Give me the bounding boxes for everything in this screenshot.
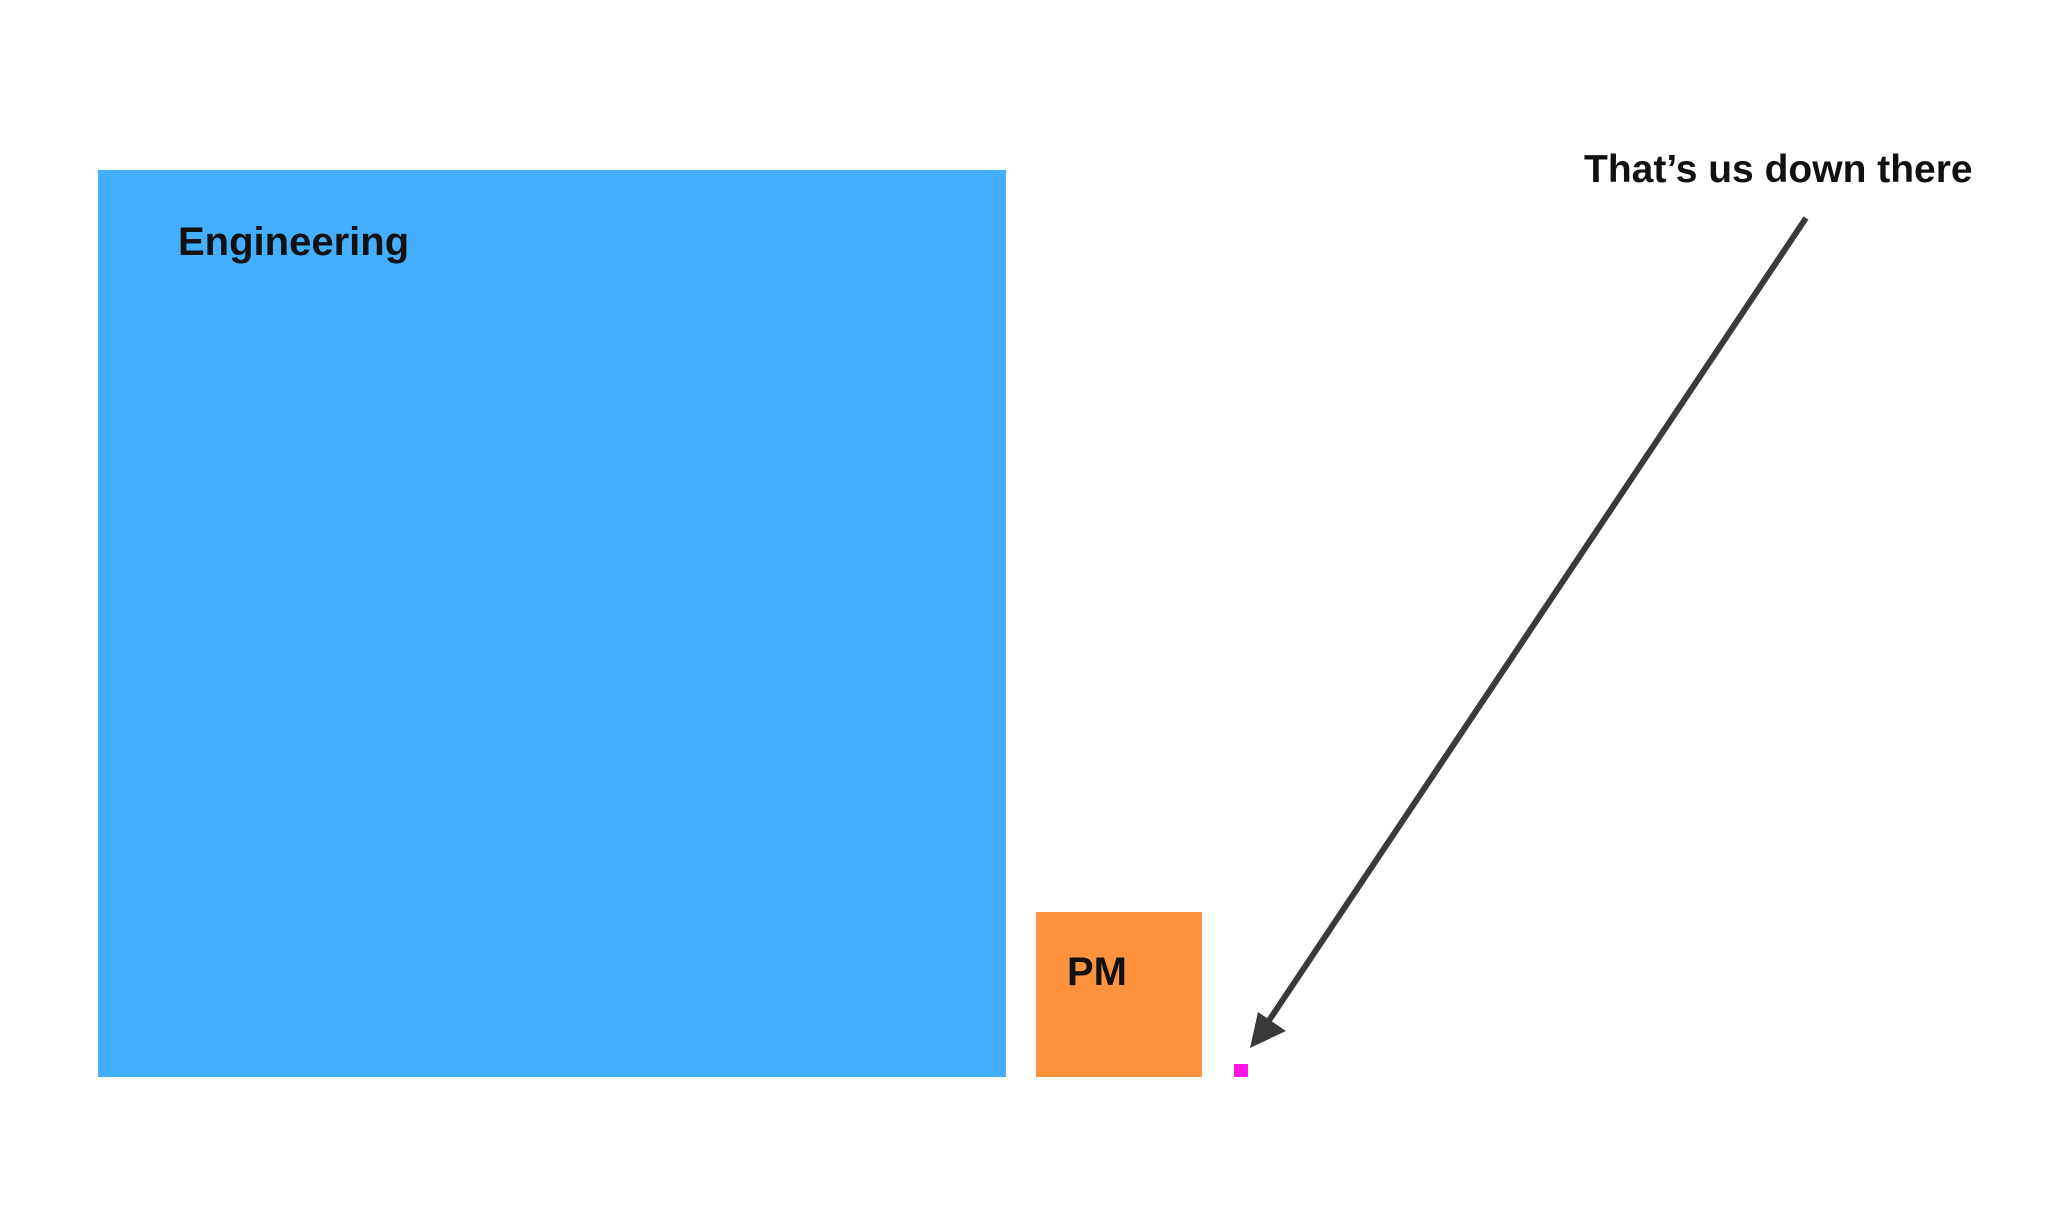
arrow-head	[1250, 1012, 1286, 1048]
arrow-line	[1265, 216, 1809, 1024]
us-block	[1234, 1064, 1248, 1077]
pm-block: PM	[1036, 912, 1202, 1077]
pm-label: PM	[1067, 950, 1127, 994]
annotation-label: That’s us down there	[1584, 148, 1973, 191]
engineering-label: Engineering	[178, 220, 410, 264]
engineering-block: Engineering	[98, 170, 1006, 1077]
